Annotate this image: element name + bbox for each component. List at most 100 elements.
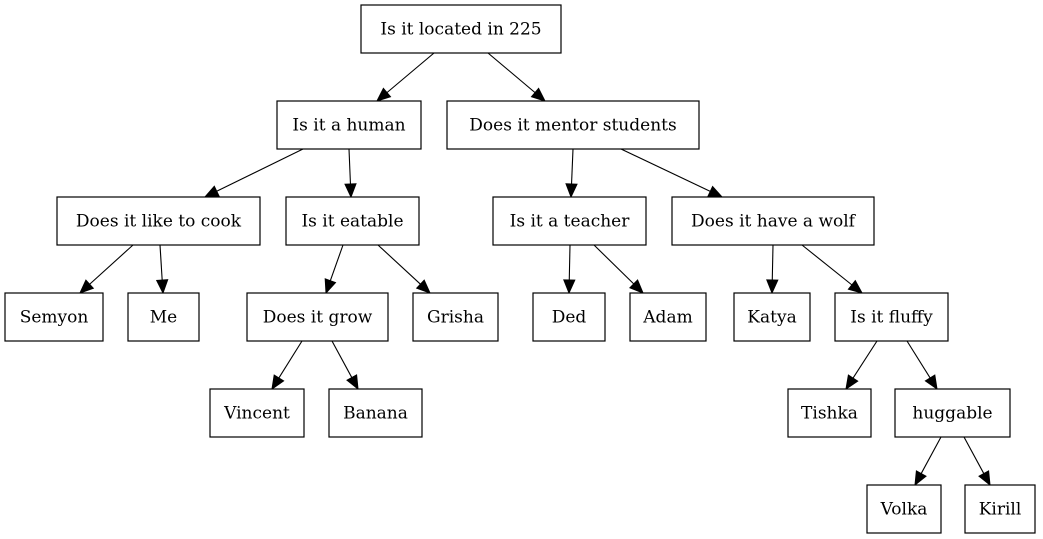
edge-eatable-grow — [324, 244, 344, 295]
arrowhead-icon — [415, 279, 431, 294]
arrowhead-icon — [376, 87, 392, 102]
arrowhead-icon — [629, 279, 644, 294]
arrowhead-icon — [271, 374, 285, 391]
node-box — [328, 388, 423, 438]
edge-cook-semyon — [79, 244, 134, 294]
node-box — [629, 292, 707, 342]
node-adam: Adam — [629, 292, 707, 342]
node-box — [492, 196, 647, 246]
edge-line — [487, 52, 536, 94]
node-label: Ded — [552, 308, 587, 328]
node-label: Semyon — [20, 308, 89, 328]
node-eatable: Is it eatable — [285, 196, 420, 246]
node-box — [964, 484, 1036, 534]
edge-huggable-kirill — [963, 436, 991, 487]
arrowhead-icon — [563, 279, 576, 295]
node-label: Is it a human — [292, 116, 405, 136]
edge-line — [329, 244, 344, 281]
node-box — [127, 292, 200, 342]
node-teacher: Is it a teacher — [492, 196, 647, 246]
edge-wolf-fluffy — [801, 244, 863, 294]
edge-root-mentor — [487, 52, 546, 102]
node-label: Tishka — [801, 404, 858, 424]
edge-line — [278, 340, 303, 379]
node-volka: Volka — [866, 484, 942, 534]
node-label: Adam — [642, 308, 692, 328]
node-box — [787, 388, 872, 438]
node-box — [285, 196, 420, 246]
node-root: Is it located in 225 — [360, 4, 562, 54]
node-me: Me — [127, 292, 200, 342]
arrowhead-icon — [346, 374, 359, 391]
edge-line — [593, 244, 635, 285]
node-box — [866, 484, 942, 534]
arrowhead-icon — [847, 279, 863, 294]
edge-line — [963, 436, 985, 474]
edge-line — [620, 148, 711, 192]
arrowhead-icon — [766, 279, 779, 295]
node-fluffy: Is it fluffy — [834, 292, 949, 342]
node-box — [671, 196, 875, 246]
edge-eatable-grisha — [377, 244, 431, 294]
node-label: Is it located in 225 — [380, 20, 541, 40]
node-kirill: Kirill — [964, 484, 1036, 534]
edges-layer — [79, 52, 991, 487]
edge-line — [331, 340, 353, 378]
arrowhead-icon — [203, 185, 220, 198]
node-cook: Does it like to cook — [56, 196, 261, 246]
node-label: Does it have a wolf — [691, 212, 857, 232]
edge-fluffy-tishka — [845, 340, 878, 391]
edge-grow-banana — [331, 340, 359, 391]
node-label: Banana — [343, 404, 408, 424]
edge-grow-vincent — [271, 340, 303, 391]
edge-line — [159, 244, 163, 281]
arrowhead-icon — [978, 470, 991, 487]
node-vincent: Vincent — [209, 388, 305, 438]
node-banana: Banana — [328, 388, 423, 438]
node-label: Vincent — [223, 404, 290, 424]
edge-line — [348, 148, 352, 185]
node-grow: Does it grow — [246, 292, 389, 342]
node-semyon: Semyon — [4, 292, 104, 342]
edge-cook-me — [155, 244, 169, 295]
node-box — [276, 100, 422, 150]
edge-fluffy-huggable — [906, 340, 938, 391]
node-box — [446, 100, 700, 150]
node-label: huggable — [912, 404, 992, 424]
node-box — [56, 196, 261, 246]
node-label: Does it mentor students — [469, 116, 676, 136]
edge-teacher-adam — [593, 244, 644, 294]
edge-line — [377, 244, 421, 285]
node-label: Kirill — [979, 500, 1022, 520]
node-label: Grisha — [427, 308, 484, 328]
edge-teacher-ded — [563, 244, 576, 295]
edge-line — [570, 148, 574, 185]
node-tishka: Tishka — [787, 388, 872, 438]
node-label: Does it like to cook — [76, 212, 242, 232]
node-box — [209, 388, 305, 438]
node-ded: Ded — [532, 292, 606, 342]
edge-mentor-wolf — [620, 148, 724, 198]
edge-line — [771, 244, 774, 281]
edge-line — [906, 340, 931, 379]
arrowhead-icon — [79, 279, 95, 294]
edge-line — [568, 244, 571, 281]
node-huggable: huggable — [894, 388, 1011, 438]
arrowhead-icon — [924, 374, 938, 391]
node-label: Is it eatable — [301, 212, 403, 232]
arrowhead-icon — [565, 183, 578, 199]
arrowhead-icon — [344, 183, 357, 199]
edge-line — [801, 244, 853, 286]
node-box — [532, 292, 606, 342]
edge-huggable-volka — [914, 436, 942, 487]
node-label: Is it a teacher — [510, 212, 631, 232]
edge-line — [89, 244, 134, 285]
edge-mentor-teacher — [565, 148, 578, 199]
node-label: Is it fluffy — [850, 308, 933, 328]
node-label: Does it grow — [263, 308, 373, 328]
node-label: Volka — [880, 500, 928, 520]
edge-line — [852, 340, 878, 379]
node-box — [733, 292, 811, 342]
